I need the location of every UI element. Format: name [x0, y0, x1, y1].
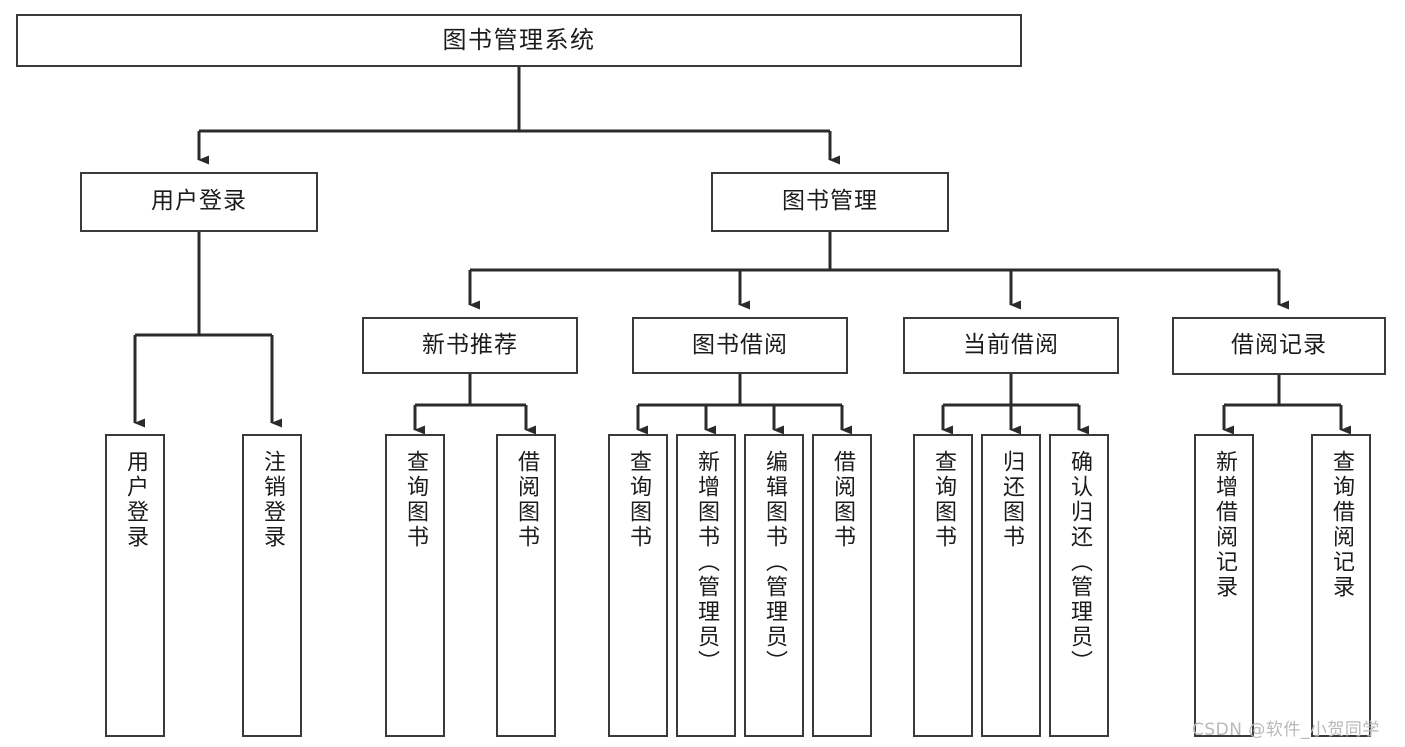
- node-label: 图书借阅: [692, 331, 788, 358]
- node-label: 编辑图书（管理员）: [762, 450, 787, 675]
- node-user-login[interactable]: 用户登录: [80, 172, 318, 232]
- node-label: 图书管理: [782, 188, 878, 215]
- node-label: 查询图书: [626, 450, 651, 550]
- node-root-book-management-system[interactable]: 图书管理系统: [16, 14, 1022, 67]
- leaf-book-borrow-add-book-admin[interactable]: 新增图书（管理员）: [676, 434, 736, 737]
- node-label: 当前借阅: [963, 331, 1059, 358]
- node-label: 借阅图书: [830, 450, 855, 550]
- leaf-book-borrow-query-book[interactable]: 查询图书: [608, 434, 668, 737]
- watermark-text: CSDN @软件_小贺同学: [1192, 720, 1380, 740]
- node-label: 查询借阅记录: [1329, 450, 1354, 600]
- leaf-current-borrow-query-book[interactable]: 查询图书: [913, 434, 973, 737]
- node-label: 新增图书（管理员）: [694, 450, 719, 675]
- node-label: 借阅图书: [514, 450, 539, 550]
- node-label: 用户登录: [123, 450, 148, 550]
- node-new-book-recommend[interactable]: 新书推荐: [362, 317, 578, 374]
- leaf-user-login-logout[interactable]: 注销登录: [242, 434, 302, 737]
- leaf-user-login-login[interactable]: 用户登录: [105, 434, 165, 737]
- node-label: 用户登录: [151, 188, 247, 215]
- leaf-book-borrow-borrow-book[interactable]: 借阅图书: [812, 434, 872, 737]
- node-book-management[interactable]: 图书管理: [711, 172, 949, 232]
- node-label: 借阅记录: [1231, 332, 1327, 359]
- leaf-borrow-record-query-record[interactable]: 查询借阅记录: [1311, 434, 1371, 737]
- leaf-current-borrow-return-book[interactable]: 归还图书: [981, 434, 1041, 737]
- leaf-borrow-record-add-record[interactable]: 新增借阅记录: [1194, 434, 1254, 737]
- node-label: 查询图书: [931, 450, 956, 550]
- leaf-new-book-borrow-book[interactable]: 借阅图书: [496, 434, 556, 737]
- node-current-borrow[interactable]: 当前借阅: [903, 317, 1119, 374]
- node-borrow-record[interactable]: 借阅记录: [1172, 317, 1386, 375]
- leaf-current-borrow-confirm-return-admin[interactable]: 确认归还（管理员）: [1049, 434, 1109, 737]
- leaf-new-book-query-book[interactable]: 查询图书: [385, 434, 445, 737]
- node-label: 归还图书: [999, 450, 1024, 550]
- node-label: 图书管理系统: [442, 26, 596, 55]
- node-book-borrow[interactable]: 图书借阅: [632, 317, 848, 374]
- node-label: 确认归还（管理员）: [1067, 450, 1092, 675]
- node-label: 新增借阅记录: [1212, 450, 1237, 600]
- node-label: 新书推荐: [422, 331, 518, 358]
- leaf-book-borrow-edit-book-admin[interactable]: 编辑图书（管理员）: [744, 434, 804, 737]
- node-label: 注销登录: [260, 450, 285, 550]
- node-label: 查询图书: [403, 450, 428, 550]
